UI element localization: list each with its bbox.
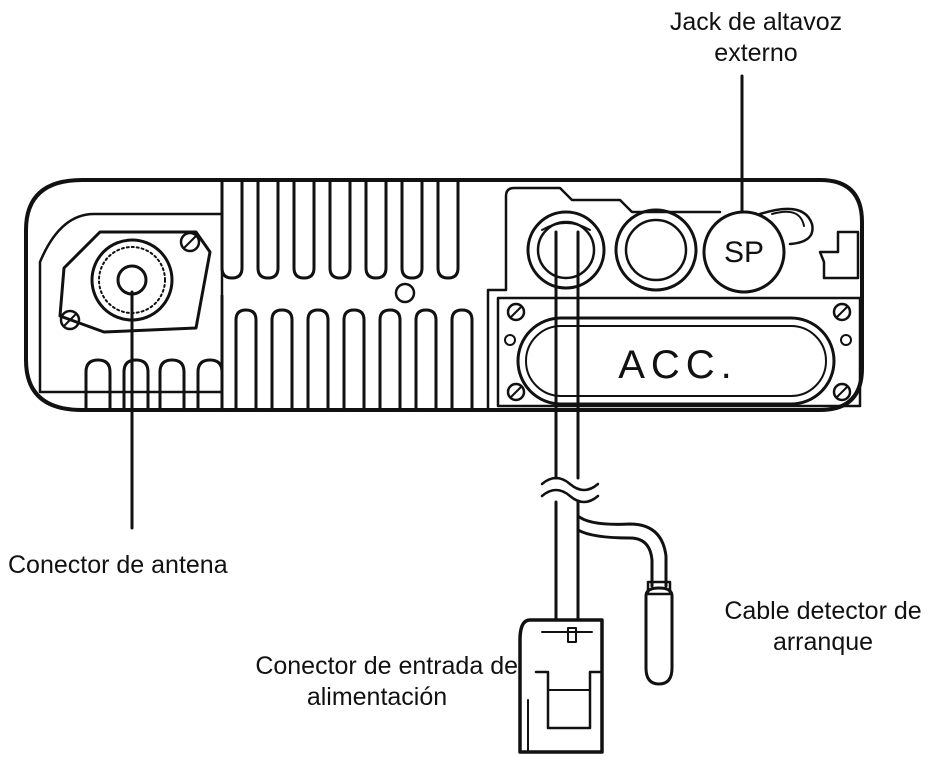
heatsink-upper-fins [220, 180, 460, 280]
power-connector-callout: Conector de entrada de alimentación [196, 651, 518, 713]
speaker-jack-callout-line-1: Jack de altavoz [669, 8, 843, 36]
speaker-jack [702, 207, 814, 294]
sp-jack-label: SP [724, 236, 764, 269]
ignition-cable-callout: Cable detector de arranque [698, 596, 948, 658]
ignition-cable-callout-line-1: Cable detector de [724, 597, 922, 625]
heatsink-mounting-hole [394, 282, 416, 304]
radio-body-outline [24, 178, 864, 412]
ignition-cable-callout-line-2: arranque [772, 628, 874, 656]
heatsink-lower-fins [220, 294, 474, 410]
right-latch [818, 230, 860, 280]
connector-section-outline [486, 186, 722, 410]
power-connector-callout-line-1: Conector de entrada de [255, 652, 518, 680]
power-connector-callout-line-2: alimentación [306, 683, 448, 711]
power-input-connector [518, 618, 604, 754]
ignition-sense-cable [576, 514, 674, 686]
speaker-jack-callout: Jack de altavoz externo [636, 7, 876, 69]
dc-cable-grommet [526, 210, 606, 290]
blank-jack [614, 208, 698, 292]
speaker-jack-callout-line-2: externo [714, 39, 798, 67]
acc-label: ACC. [618, 343, 738, 387]
power-cable [540, 230, 600, 622]
lower-left-fins [84, 358, 224, 410]
antenna-connector-mount [58, 230, 212, 334]
antenna-connector-callout: Conector de antena [8, 551, 228, 579]
acc-plate [496, 296, 862, 408]
